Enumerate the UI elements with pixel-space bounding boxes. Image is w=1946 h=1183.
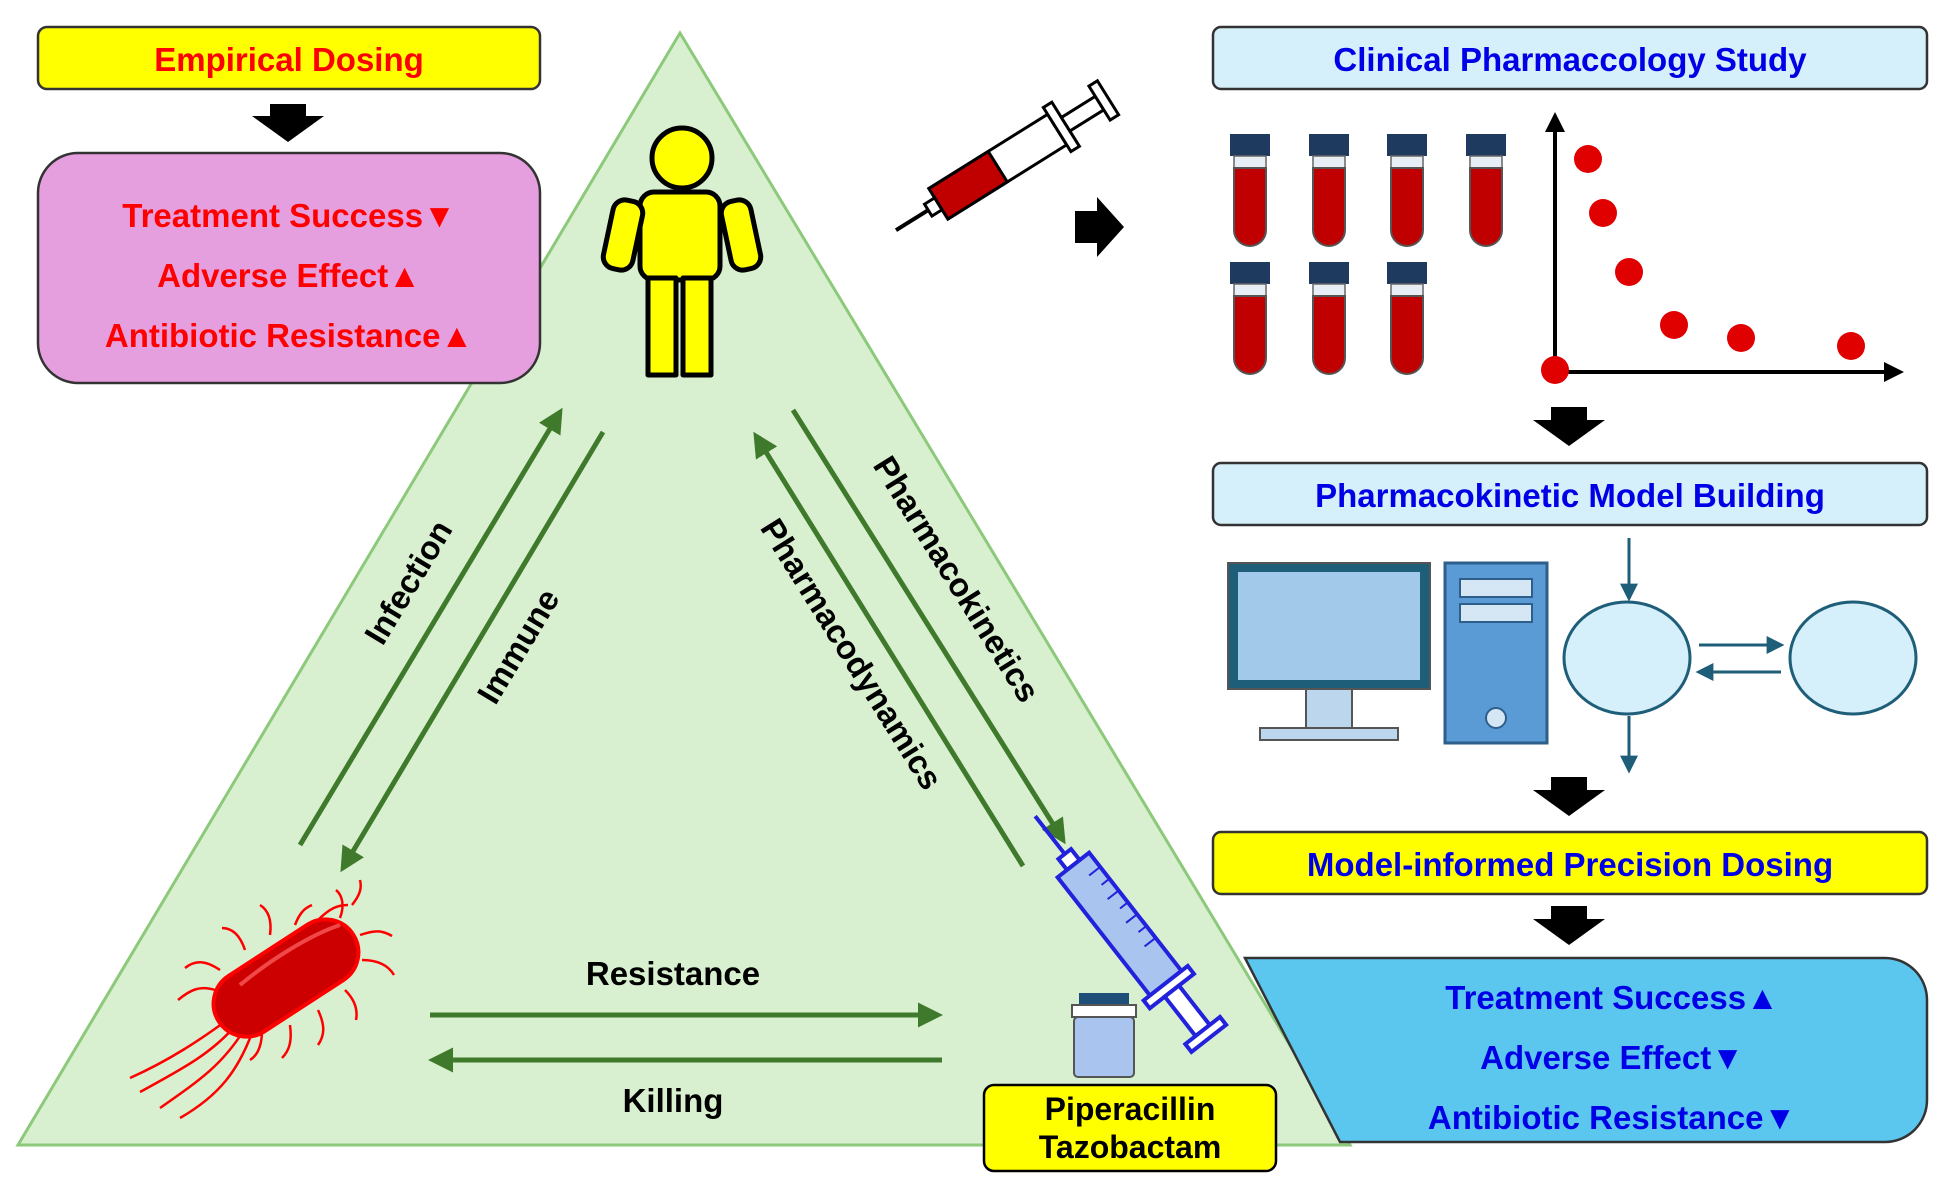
plot-point [1574, 145, 1602, 173]
drug-syringe-icon [1033, 814, 1229, 1055]
blood-syringe-icon [894, 78, 1121, 232]
pharmacokinetics-arrow [790, 408, 1066, 845]
drug-name-tazobactam: Tazobactam [1039, 1129, 1222, 1165]
blood-tube-icon [1466, 134, 1506, 247]
bacteria-icon [129, 879, 396, 1120]
mipd-outcomes-box: Treatment Success▲ Adverse Effect▼ Antib… [1242, 956, 1929, 1144]
plot-point [1615, 258, 1643, 286]
drug-name-piperacillin: Piperacillin [1045, 1091, 1216, 1127]
empirical-outcomes-box: Treatment Success▼ Adverse Effect▲ Antib… [36, 151, 542, 385]
down-arrow-icon [1533, 777, 1605, 816]
clinical-study-box: Clinical Pharmaccology Study [1211, 25, 1929, 91]
right-arrow-icon [1075, 197, 1124, 257]
blood-tube-icon [1387, 134, 1427, 247]
plot-point [1660, 311, 1688, 339]
plot-point [1589, 199, 1617, 227]
outcome-treatment-success: Treatment Success▼ [122, 197, 455, 234]
down-arrow-icon [1533, 906, 1605, 945]
concentration-time-plot-icon [1541, 112, 1904, 384]
computer-icon [1227, 561, 1549, 745]
vial-icon [1071, 993, 1137, 1078]
pharmacodynamics-arrow [753, 431, 1026, 868]
precision-dosing-title: Model-informed Precision Dosing [1307, 846, 1833, 883]
mipd-outcome-antibiotic-resistance: Antibiotic Resistance▼ [1428, 1099, 1796, 1136]
killing-label: Killing [623, 1082, 724, 1119]
clinical-study-title: Clinical Pharmaccology Study [1333, 41, 1807, 78]
blood-tube-icon [1387, 262, 1427, 375]
outcome-antibiotic-resistance: Antibiotic Resistance▲ [105, 317, 473, 354]
blood-tube-group [1230, 134, 1506, 375]
pk-model-title: Pharmacokinetic Model Building [1315, 477, 1825, 514]
compartment-model-icon [1562, 538, 1918, 774]
blood-tube-icon [1309, 262, 1349, 375]
empirical-dosing-box: Empirical Dosing [36, 25, 542, 91]
central-compartment-icon [1562, 600, 1692, 716]
plot-point [1727, 324, 1755, 352]
blood-tube-icon [1230, 262, 1270, 375]
immune-arrow [340, 430, 606, 873]
down-arrow-icon [1533, 407, 1605, 446]
mipd-outcome-adverse-effect: Adverse Effect▼ [1480, 1039, 1744, 1076]
mipd-outcome-treatment-success: Treatment Success▲ [1445, 979, 1778, 1016]
outcome-adverse-effect: Adverse Effect▲ [157, 257, 421, 294]
plot-point [1837, 332, 1865, 360]
blood-tube-icon [1309, 134, 1349, 247]
precision-dosing-box: Model-informed Precision Dosing [1211, 830, 1929, 896]
drug-name-box: Piperacillin Tazobactam [982, 1083, 1278, 1173]
infection-arrow [297, 407, 563, 847]
blood-tube-icon [1230, 134, 1270, 247]
resistance-label: Resistance [586, 955, 760, 992]
empirical-dosing-title: Empirical Dosing [154, 41, 424, 78]
peripheral-compartment-icon [1788, 600, 1918, 716]
down-arrow-icon [252, 104, 324, 142]
plot-point [1541, 356, 1569, 384]
person-icon [600, 125, 764, 378]
pk-model-box: Pharmacokinetic Model Building [1211, 461, 1929, 527]
